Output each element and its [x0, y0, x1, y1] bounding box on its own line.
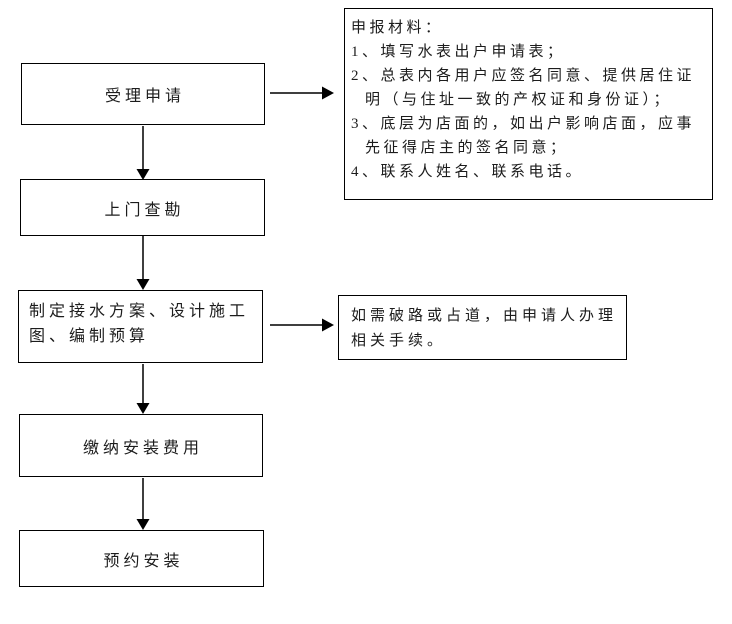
step-plan-label-line2: 图、编制预算	[29, 328, 150, 345]
step-make-plan: 制定接水方案、设计施工 图、编制预算	[18, 290, 263, 363]
step-pay-label: 缴纳安装费用	[82, 439, 203, 457]
materials-item-1: 1、填写水表出户申请表；	[351, 44, 566, 60]
arrow-accept-to-materials	[270, 86, 334, 100]
materials-item-3: 3、底层为店面的，如出户影响店面，应事	[351, 116, 696, 132]
arrow-plan-to-road-note	[270, 318, 334, 332]
step-accept-application: 受理申请	[21, 63, 265, 125]
materials-item-3-continued: 先征得店主的签名同意；	[365, 140, 569, 156]
road-note-line2: 相关手续。	[351, 333, 447, 349]
materials-item-4: 4、联系人姓名、联系电话。	[351, 164, 585, 180]
materials-item-2-continued: 明（与住址一致的产权证和身份证）；	[365, 92, 673, 108]
step-pay-installation-fee: 缴纳安装费用	[19, 414, 263, 477]
step-book-label: 预约安装	[103, 552, 184, 570]
step-onsite-survey: 上门查勘	[20, 179, 265, 236]
materials-title: 申报材料：	[351, 20, 444, 36]
arrow-accept-to-survey	[136, 126, 150, 180]
arrow-pay-to-book	[136, 478, 150, 530]
arrow-survey-to-plan	[136, 236, 150, 290]
materials-note-box: 申报材料： 1、填写水表出户申请表； 2、总表内各用户应签名同意、提供居住证 明…	[344, 8, 713, 200]
arrow-plan-to-pay	[136, 364, 150, 414]
step-plan-label-line1: 制定接水方案、设计施工	[29, 303, 250, 320]
step-accept-label: 受理申请	[104, 88, 185, 105]
road-note-line1: 如需破路或占道，由申请人办理	[351, 308, 618, 324]
step-book-installation: 预约安装	[19, 530, 264, 587]
materials-item-2: 2、总表内各用户应签名同意、提供居住证	[351, 68, 696, 84]
road-work-note-box: 如需破路或占道，由申请人办理 相关手续。	[338, 295, 627, 360]
step-survey-label: 上门查勘	[104, 201, 185, 219]
